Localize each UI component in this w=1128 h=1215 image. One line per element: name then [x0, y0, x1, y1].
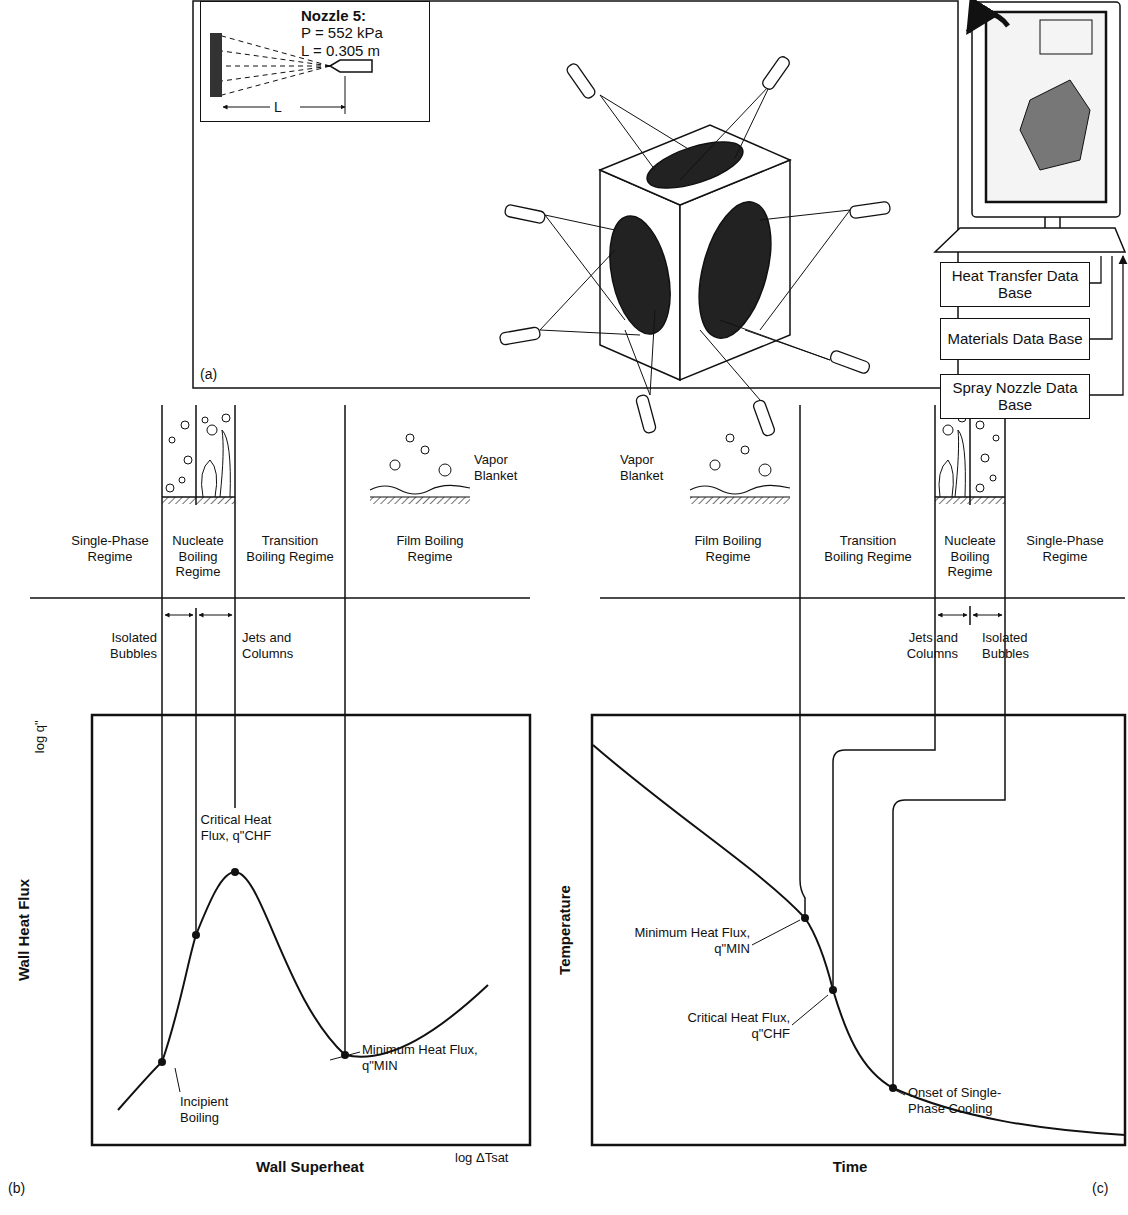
axis-title: Temperature — [556, 830, 574, 1030]
computer — [935, 2, 1125, 395]
annotation-label: Jets and Columns — [242, 630, 322, 661]
annotation-label: Single-Phase Regime — [68, 533, 152, 564]
annotation-label: Film Boiling Regime — [390, 533, 470, 564]
annotation-label: (b) — [8, 1180, 48, 1197]
annotation-label: Isolated Bubbles — [77, 630, 157, 661]
points-c — [801, 914, 897, 1092]
annotation-label: Critical Heat Flux, q"CHF — [670, 1010, 790, 1041]
database-box: Heat Transfer Data Base — [940, 262, 1090, 307]
database-name: Materials Data Base — [944, 330, 1086, 347]
annotation-label: Single-Phase Regime — [1023, 533, 1107, 564]
database-box: Materials Data Base — [940, 318, 1090, 360]
annotation-label: Isolated Bubbles — [982, 630, 1062, 661]
database-box: Spray Nozzle Data Base — [940, 374, 1090, 419]
database-name: Spray Nozzle Data Base — [944, 379, 1086, 414]
annotation-label: Onset of Single-Phase Cooling — [908, 1085, 1028, 1116]
axis-title: Time — [800, 1158, 900, 1176]
database-name: Heat Transfer Data Base — [944, 267, 1086, 302]
annotation-label: L — [270, 99, 286, 116]
panel-c — [592, 405, 1125, 1145]
annotation-label: Vapor Blanket — [474, 452, 536, 483]
annotation-label: (c) — [1092, 1180, 1126, 1197]
annotation-label: Transition Boiling Regime — [242, 533, 338, 564]
annotation-label: (a) — [200, 366, 240, 383]
annotation-label: Film Boiling Regime — [688, 533, 768, 564]
annotation-label: Nucleate Boiling Regime — [163, 533, 233, 580]
annotation-label: log ΔTsat — [455, 1150, 535, 1166]
nozzle-spec: Nozzle 5: — [301, 7, 423, 24]
panel-a — [193, 1, 958, 437]
annotation-label: Minimum Heat Flux, q"MIN — [362, 1042, 482, 1073]
points-b — [158, 868, 349, 1066]
axis-title: Wall Heat Flux — [15, 830, 33, 1030]
annotation-label: Transition Boiling Regime — [820, 533, 916, 564]
annotation-label: Jets and Columns — [878, 630, 958, 661]
panel-b — [30, 405, 530, 1145]
annotation-label: Incipient Boiling — [180, 1094, 270, 1125]
annotation-label: Minimum Heat Flux, q"MIN — [630, 925, 750, 956]
annotation-label: Critical Heat Flux, q"CHF — [188, 812, 284, 843]
annotation-label: Nucleate Boiling Regime — [937, 533, 1003, 580]
nozzle-spec: L = 0.305 m — [301, 42, 423, 59]
axis-title: log q" — [32, 707, 48, 767]
annotation-label: Vapor Blanket — [620, 452, 684, 483]
nozzle-spec: P = 552 kPa — [301, 24, 423, 41]
nozzle-inset: Nozzle 5:P = 552 kPaL = 0.305 m — [200, 1, 430, 122]
axis-title: Wall Superheat — [210, 1158, 410, 1176]
